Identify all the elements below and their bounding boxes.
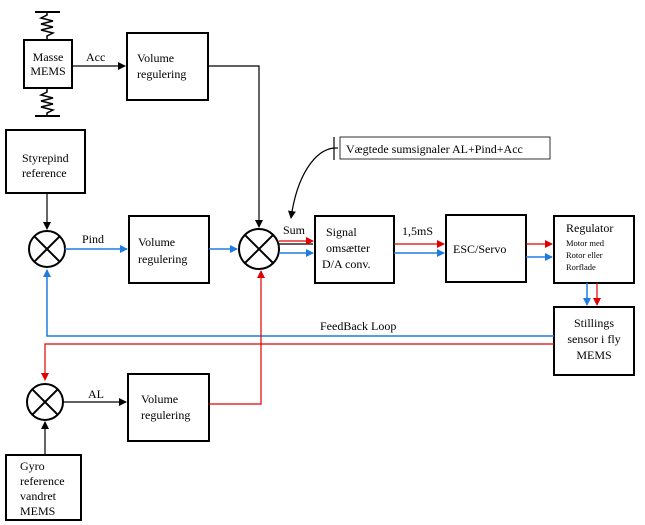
signal-converter-block: Signal omsætter D/A conv.	[314, 215, 395, 284]
regulator-block: Regulator Motor med Rotor eller Rorflade	[553, 215, 635, 284]
sensor-line1: Stillings	[574, 316, 614, 330]
volume-al-block: Volume regulering	[127, 373, 210, 442]
feedback-loop-red	[41, 343, 554, 381]
al-to-sum-connector	[209, 270, 265, 405]
masse-mems-line1: Masse	[33, 50, 64, 64]
volume-acc-line2: regulering	[137, 67, 186, 81]
volume-al-line1: Volume	[141, 392, 178, 406]
acc-to-sum-connector	[208, 65, 263, 228]
pind-label: Pind	[82, 232, 104, 246]
volume-pind-line1: Volume	[138, 235, 175, 249]
volume-acc-line1: Volume	[137, 51, 174, 65]
signal-line1: Signal	[326, 225, 357, 239]
regulator-title: Regulator	[566, 221, 613, 235]
esc-servo-label: ESC/Servo	[453, 242, 506, 256]
summing-junction-al	[26, 383, 64, 421]
styrepind-reference-block: Styrepind reference	[5, 129, 86, 194]
styrepind-line2: reference	[22, 166, 67, 180]
bottom-spring-icon	[35, 88, 60, 117]
sensor-line3: MEMS	[576, 348, 611, 362]
styrepind-line1: Styrepind	[22, 151, 69, 165]
annotation-callout: Vægtede sumsignaler AL+Pind+Acc	[339, 136, 551, 160]
summing-junction-pind	[28, 230, 66, 268]
feedback-label: FeedBack Loop	[320, 319, 396, 333]
gyro-reference-block: Gyro reference vandret MEMS	[5, 454, 82, 521]
gyro-line4: MEMS	[20, 504, 55, 518]
gyro-line3: vandret	[20, 489, 57, 503]
al-label: AL	[88, 387, 104, 401]
regulator-sub1: Motor med	[566, 238, 605, 248]
summing-junction-main	[238, 228, 280, 270]
gyro-line1: Gyro	[20, 459, 45, 473]
esc-servo-block: ESC/Servo	[445, 214, 527, 283]
rate-label: 1,5mS	[402, 224, 433, 238]
annotation-text: Vægtede sumsignaler AL+Pind+Acc	[346, 142, 523, 156]
position-sensor-block: Stillings sensor i fly MEMS	[553, 306, 635, 376]
annotation-arrow	[288, 147, 335, 219]
acc-label: Acc	[86, 50, 105, 64]
masse-mems-block: Masse MEMS	[23, 39, 73, 89]
volume-pind-block: Volume regulering	[128, 215, 210, 284]
top-spring-icon	[35, 11, 60, 40]
gyro-line2: reference	[20, 474, 65, 488]
volume-pind-line2: regulering	[138, 252, 187, 266]
masse-mems-line2: MEMS	[30, 64, 65, 78]
signal-line3: D/A conv.	[322, 257, 371, 271]
feedback-loop-blue	[43, 269, 554, 337]
volume-acc-block: Volume regulering	[126, 32, 209, 101]
volume-al-line2: regulering	[141, 408, 190, 422]
sensor-line2: sensor i fly	[567, 332, 620, 346]
regulator-sub2: Rotor eller	[566, 250, 603, 260]
regulator-sub3: Rorflade	[566, 262, 596, 272]
sum-label: Sum	[283, 223, 306, 237]
signal-line2: omsætter	[326, 241, 370, 255]
